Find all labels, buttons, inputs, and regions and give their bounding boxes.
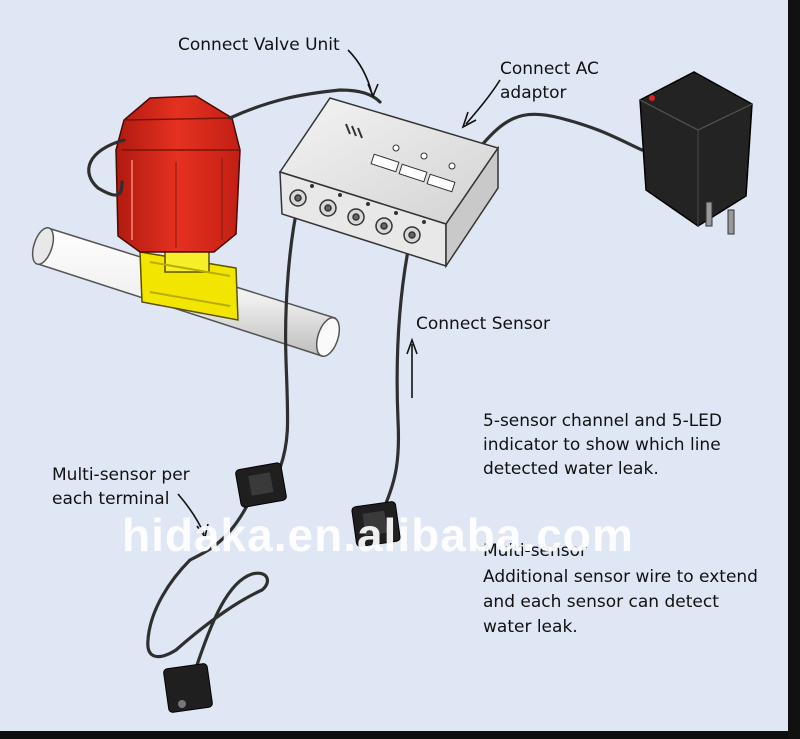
bottom-border [0, 731, 800, 739]
label-connect-sensor: Connect Sensor [416, 314, 550, 334]
right-border [788, 0, 800, 739]
callout-arrows [177, 49, 501, 539]
sensor-1 [235, 462, 287, 508]
wires [87, 88, 644, 670]
valve-actuator [115, 95, 241, 253]
label-channel-note-line3: detected water leak. [483, 459, 659, 479]
sensor-3 [163, 663, 213, 713]
label-connect-valve-unit: Connect Valve Unit [178, 35, 340, 55]
sensor-2 [351, 501, 401, 547]
label-additional-line2: and each sensor can detect [483, 592, 719, 612]
label-connect-ac-line2: adaptor [500, 83, 567, 103]
label-additional-line3: water leak. [483, 617, 578, 637]
label-multi-sensor-line2: each terminal [52, 489, 170, 509]
label-channel-note-line2: indicator to show which line [483, 435, 721, 455]
label-connect-ac-line1: Connect AC [500, 59, 599, 79]
label-channel-note-line1: 5-sensor channel and 5-LED [483, 411, 723, 431]
ac-adaptor [639, 71, 753, 235]
watermark-text: hidaka.en.alibaba.com [122, 509, 634, 561]
label-multi-sensor-line1: Multi-sensor per [52, 465, 190, 485]
label-multi-sensor-title: Multi-sensor [483, 541, 588, 561]
label-additional-line1: Additional sensor wire to extend [483, 567, 758, 587]
controller-box [278, 97, 500, 269]
